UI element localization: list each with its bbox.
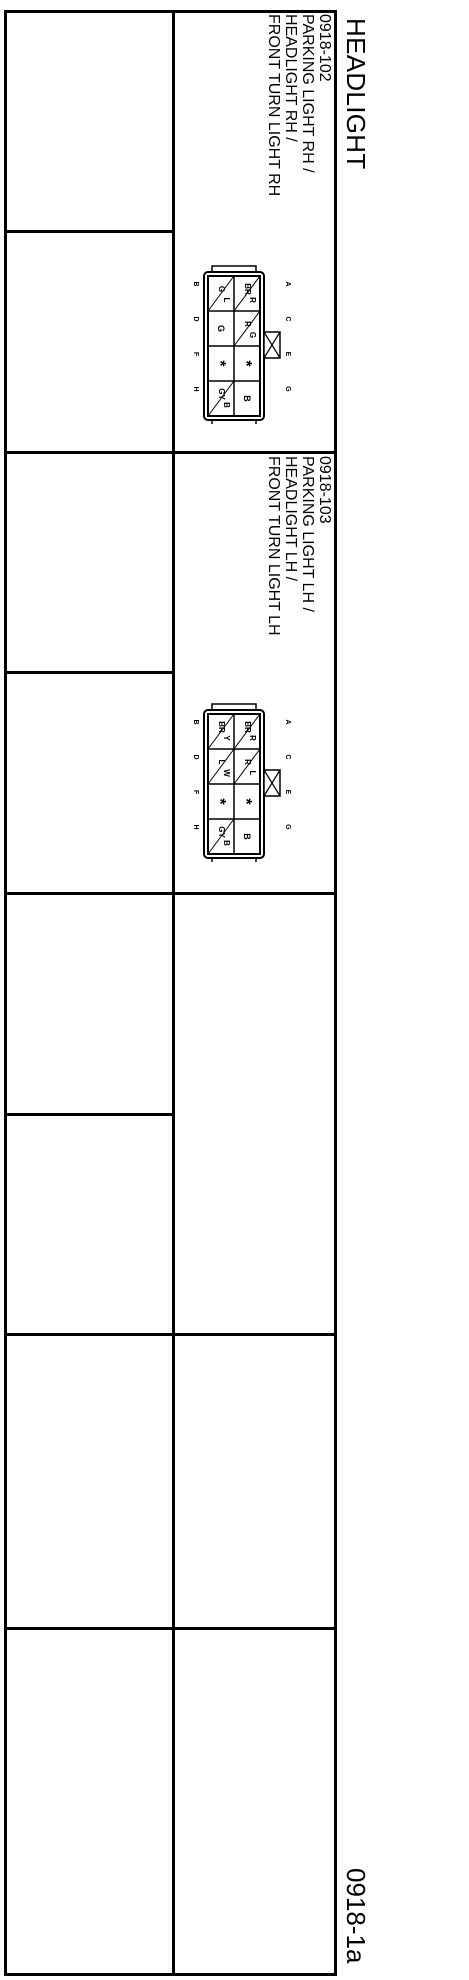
connector-label: 0918-102 PARKING LIGHT RH / HEADLIGHT RH… xyxy=(265,14,333,196)
connector-code: 0918-102 xyxy=(316,14,333,82)
pin-wire-color-primary: GY xyxy=(217,388,226,400)
column-divider xyxy=(172,10,175,1976)
pin-wire-color: B xyxy=(242,395,252,402)
pin-wire-color-primary: L xyxy=(217,760,226,765)
pin-split-line xyxy=(233,748,261,785)
connector-lock-tab-cross xyxy=(263,769,281,797)
pin-wire-color-primary: R xyxy=(243,321,252,327)
connector-latch xyxy=(211,419,257,424)
connector-desc-line: PARKING LIGHT RH / xyxy=(299,14,316,173)
pin-split-line xyxy=(207,818,235,855)
pin-position-letter: F xyxy=(192,790,199,795)
connector-desc-line: FRONT TURN LIGHT RH xyxy=(265,14,282,197)
pin-split-line xyxy=(207,713,235,750)
pin-position-letter: H xyxy=(192,386,199,391)
pin-position-letter: G xyxy=(284,824,291,830)
page-title: HEADLIGHT xyxy=(341,18,371,170)
pin-wire-color-stripe: Y xyxy=(222,735,231,741)
pin-wire-color-stripe: B xyxy=(222,402,231,408)
pin-wire-color-stripe: R xyxy=(248,735,257,741)
pin-wire-color-primary: GY xyxy=(217,826,226,838)
pin-wire-color-primary: BR xyxy=(217,721,226,733)
pin-wire-color-stripe: L xyxy=(248,771,257,776)
pin-wire-color-stripe: L xyxy=(222,298,231,303)
pin-position-letter: C xyxy=(284,754,291,759)
pin-position-letter: H xyxy=(192,824,199,829)
pin-wire-color-primary: G xyxy=(217,286,226,292)
connector-desc-line: HEADLIGHT RH / xyxy=(282,14,299,142)
pin-position-letter: E xyxy=(284,352,291,357)
pin-wire-color: * xyxy=(237,360,254,367)
pin-wire-color: * xyxy=(237,798,254,805)
pin-wire-color: B xyxy=(242,833,252,840)
pin-position-letter: D xyxy=(192,316,199,321)
pin-wire-color-stripe: G xyxy=(248,332,257,338)
row-divider-2 xyxy=(4,892,337,895)
page-number: 0918-1a xyxy=(341,1868,371,1964)
connector-label: 0918-103 PARKING LIGHT LH / HEADLIGHT LH… xyxy=(265,456,333,636)
connector-desc-line: HEADLIGHT LH / xyxy=(282,456,299,582)
pin-position-letter: E xyxy=(284,790,291,795)
pin-position-letter: A xyxy=(284,281,291,286)
pin-wire-color: * xyxy=(211,798,228,805)
row-divider-3 xyxy=(4,1333,337,1336)
pin-wire-color-stripe: B xyxy=(222,840,231,846)
pin-split-line xyxy=(233,310,261,347)
cell-divider-2 xyxy=(4,671,174,674)
pin-wire-color-primary: BR xyxy=(243,283,252,295)
connector-latch xyxy=(211,265,257,273)
pin-split-line xyxy=(233,275,261,312)
pin-wire-color: G xyxy=(216,325,226,332)
pin-position-letter: D xyxy=(192,754,199,759)
pin-wire-color-primary: R xyxy=(243,759,252,765)
pin-position-letter: B xyxy=(192,719,199,724)
pin-split-line xyxy=(207,275,235,312)
pin-wire-color: * xyxy=(211,360,228,367)
cell-divider-3 xyxy=(4,1113,174,1116)
pin-position-letter: G xyxy=(284,386,291,392)
row-divider-1 xyxy=(4,451,337,454)
connector-desc-line: FRONT TURN LIGHT LH xyxy=(265,456,282,636)
pin-position-letter: F xyxy=(192,352,199,357)
row-divider-4 xyxy=(4,1627,337,1630)
connector-code: 0918-103 xyxy=(316,456,333,524)
pin-position-letter: B xyxy=(192,281,199,286)
connector-lock-tab-cross xyxy=(263,331,281,359)
pin-position-letter: C xyxy=(284,316,291,321)
pin-split-line xyxy=(207,748,235,785)
connector-latch xyxy=(211,703,257,711)
pin-split-line xyxy=(207,380,235,417)
pin-wire-color-primary: BR xyxy=(243,721,252,733)
sheet-border xyxy=(4,10,337,1976)
connector-latch xyxy=(211,857,257,862)
pin-wire-color-stripe: R xyxy=(248,297,257,303)
pin-split-line xyxy=(233,713,261,750)
cell-divider-1 xyxy=(4,230,174,233)
pin-position-letter: A xyxy=(284,719,291,724)
connector-desc-line: PARKING LIGHT LH / xyxy=(299,456,316,612)
pin-wire-color-stripe: W xyxy=(222,769,231,777)
